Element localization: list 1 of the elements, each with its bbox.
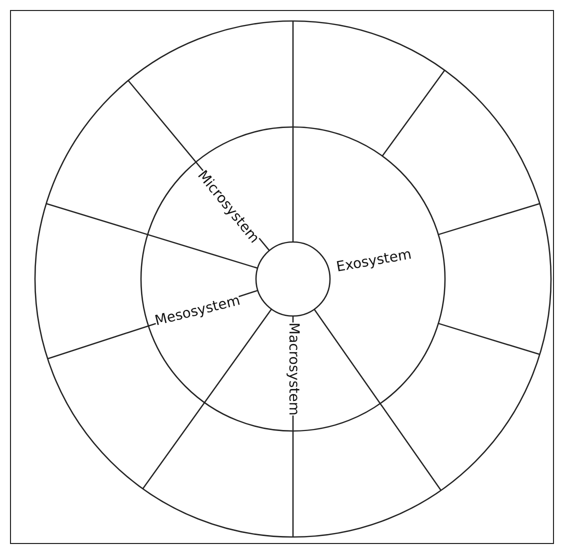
ring-label: Macrosystem — [285, 322, 301, 416]
